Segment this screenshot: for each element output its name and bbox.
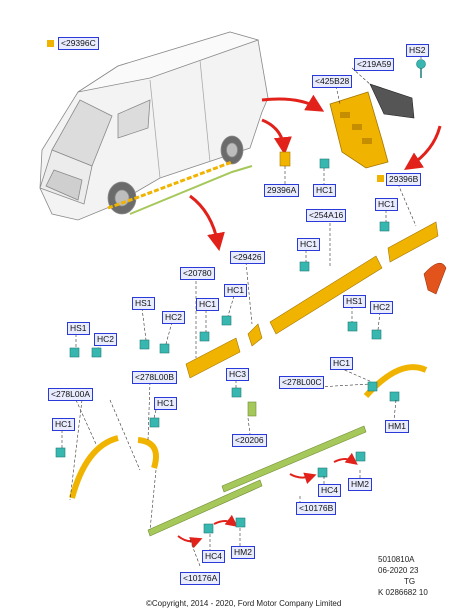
callout-425B28[interactable]: <425B28 [312, 75, 353, 88]
van-sill-trim [129, 165, 253, 215]
callout-HC1-c[interactable]: HC1 [297, 238, 321, 251]
arch-278L00A [69, 435, 119, 499]
connectors [55, 221, 400, 534]
van-side-moulding [107, 160, 233, 210]
arch-278L00C [363, 364, 428, 399]
van-roof [77, 31, 260, 93]
callout-HC1-e[interactable]: HC1 [196, 298, 220, 311]
callout-HM2-a[interactable]: HM2 [348, 478, 372, 491]
legend-label[interactable]: <29396C [58, 37, 99, 50]
sill-10176A [147, 479, 263, 537]
callout-HC1-f[interactable]: HC1 [330, 357, 354, 370]
mud-panel-425B28 [329, 91, 389, 169]
callout-254A16[interactable]: <254A16 [306, 209, 347, 222]
callout-HC3[interactable]: HC3 [226, 368, 250, 381]
callout-HC1-g[interactable]: HC1 [154, 397, 178, 410]
callout-10176A[interactable]: <10176A [180, 572, 221, 585]
callout-HC2-a[interactable]: HC2 [162, 311, 186, 324]
moulding-254A16 [269, 255, 383, 335]
callout-219A59[interactable]: <219A59 [354, 58, 395, 71]
callout-20206[interactable]: <20206 [232, 434, 267, 447]
callout-HS1-c[interactable]: HS1 [67, 322, 90, 335]
swatch-29396B [377, 175, 384, 182]
leader-lines [61, 56, 422, 567]
callout-HC1-a[interactable]: HC1 [313, 184, 337, 197]
gasket-219A59 [369, 83, 415, 119]
legend-swatch [47, 40, 54, 47]
callout-29396B[interactable]: 29396B [386, 173, 422, 186]
footer-date: 06-2020 23 [378, 566, 419, 575]
callout-10176B[interactable]: <10176B [296, 502, 337, 515]
van-grille [45, 169, 83, 201]
callout-HM1[interactable]: HM1 [385, 420, 409, 433]
screw-HS2-top [416, 59, 426, 78]
callout-29426[interactable]: <29426 [230, 251, 265, 264]
part-20206 [247, 401, 257, 417]
callout-29396A[interactable]: 29396A [264, 184, 300, 197]
callout-HC4-b[interactable]: HC4 [202, 550, 226, 563]
footer-ref: K 0286682 10 [378, 588, 428, 597]
callout-HM2-b[interactable]: HM2 [231, 546, 255, 559]
sill-10176B [221, 425, 367, 493]
footer-code: 5010810A [378, 555, 415, 564]
arrow-to-panel [261, 94, 325, 112]
footer-copyright: ©Copyright, 2014 - 2020, Ford Motor Comp… [146, 599, 342, 608]
callout-HC2-c[interactable]: HC2 [94, 333, 118, 346]
callout-HC1-b[interactable]: HC1 [375, 198, 399, 211]
arrow-to-29396B [404, 125, 442, 170]
callout-HS1-b[interactable]: HS1 [343, 295, 366, 308]
callout-HS2-top[interactable]: HS2 [406, 44, 429, 57]
van-side-window [117, 99, 151, 139]
callout-HS1-a[interactable]: HS1 [132, 297, 155, 310]
van-illustration [39, 31, 269, 221]
part-29396A [279, 151, 291, 167]
mudflap-rear [423, 262, 447, 295]
callout-278L00B[interactable]: <278L00B [132, 371, 178, 384]
callout-HC1-d[interactable]: HC1 [224, 284, 248, 297]
callout-HC2-b[interactable]: HC2 [370, 301, 394, 314]
moulding-29396B [387, 221, 439, 263]
callout-278L00C[interactable]: <278L00C [279, 376, 325, 389]
footer-tg: TG [404, 577, 416, 586]
callout-HC4-a[interactable]: HC4 [318, 484, 342, 497]
moulding-29426 [247, 323, 263, 347]
red-arrows [189, 94, 442, 252]
arrow-to-mouldings [189, 194, 225, 252]
clip-HC1-a [319, 158, 330, 169]
arrow-to-29396A [261, 118, 292, 156]
callout-HC1-h[interactable]: HC1 [52, 418, 76, 431]
small-red-arrows [177, 452, 358, 549]
callout-20780[interactable]: <20780 [180, 267, 215, 280]
callout-278L00A[interactable]: <278L00A [48, 388, 94, 401]
arch-278L00B [137, 437, 159, 469]
moulding-20780 [185, 337, 241, 379]
